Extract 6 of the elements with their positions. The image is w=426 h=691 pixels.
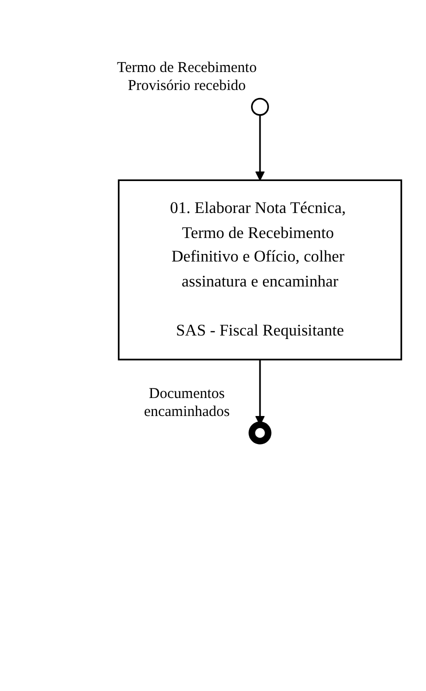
event-label: Documentos encaminhados — [142, 384, 231, 421]
node-circle — [248, 422, 272, 444]
node-circle — [251, 98, 269, 116]
event-label: Termo de Recebimento Provisório recebido — [116, 58, 258, 95]
arrow — [255, 115, 265, 181]
node-box: 01. Elaborar Nota Técnica, Termo de Recebimento Definitivo e Ofício, colher assinatura e encaminhar SAS - Fiscal Requisitante — [118, 179, 402, 360]
